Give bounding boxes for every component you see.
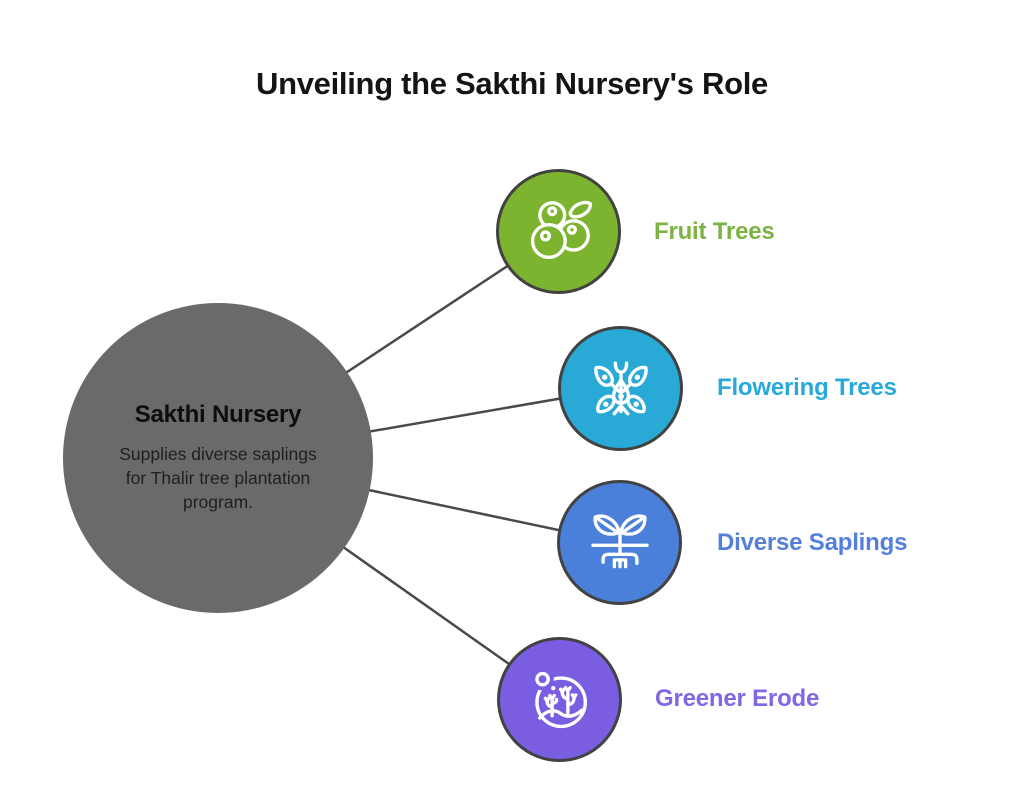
node-flowering-trees (558, 326, 683, 451)
label-flowering-trees: Flowering Trees (717, 374, 897, 401)
center-node: Sakthi Nursery Supplies diverse saplings… (63, 303, 373, 613)
node-greener-erode (497, 637, 622, 762)
sapling-roots-icon (590, 514, 649, 568)
center-node-title: Sakthi Nursery (134, 401, 302, 429)
page-title: Unveiling the Sakthi Nursery's Role (256, 66, 768, 101)
flowering-plant-icon (593, 360, 648, 415)
node-diverse-saplings (557, 480, 682, 605)
label-greener-erode: Greener Erode (655, 685, 820, 712)
node-fruit-trees (496, 169, 621, 294)
fruit-berries-icon (530, 200, 592, 259)
label-diverse-saplings: Diverse Saplings (717, 529, 908, 556)
label-fruit-trees: Fruit Trees (654, 218, 775, 245)
center-node-description: Supplies diverse saplings for Thalir tre… (119, 444, 317, 512)
greener-landscape-icon (530, 667, 587, 728)
